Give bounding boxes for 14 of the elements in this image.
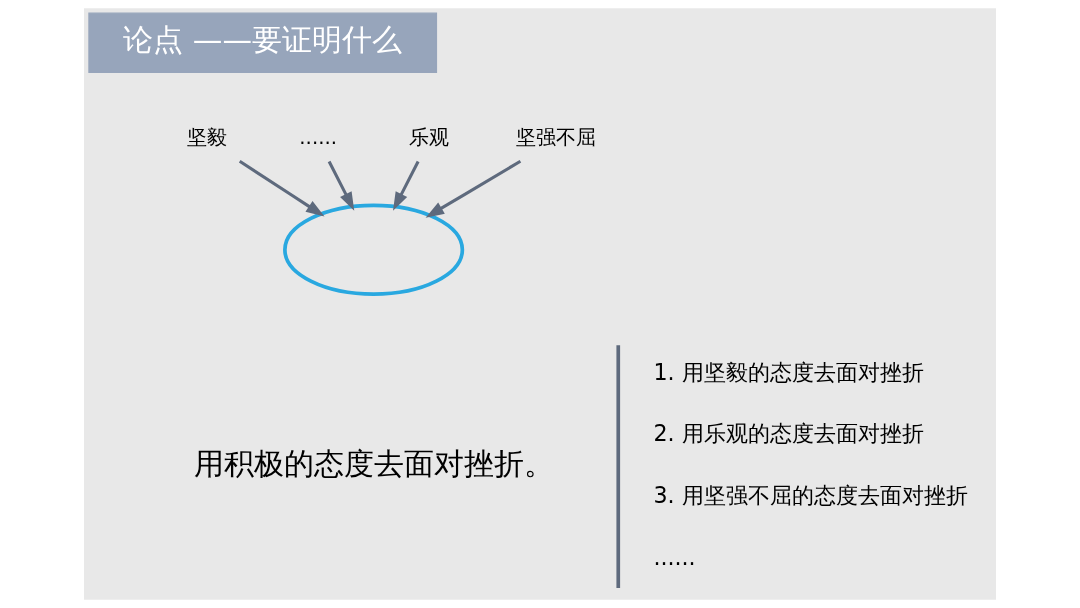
node-text: 坚毅 (187, 125, 228, 149)
node-text: 乐观 (409, 125, 450, 149)
label: 2. 用乐观的态度去面对挫折 (653, 420, 924, 447)
node-text: ...... (299, 125, 337, 149)
arrow (393, 160, 420, 211)
label: ...... (653, 543, 696, 570)
node-text: 用积极的态度去面对挫折。 (193, 447, 554, 482)
label: 1. 用坚毅的态度去面对挫折 (653, 358, 924, 385)
label: 3. 用坚强不屈的态度去面对挫折 (653, 481, 968, 508)
arrow (327, 160, 355, 211)
arrow (238, 159, 325, 217)
node-text: 坚强不屈 (516, 125, 597, 149)
arrow (425, 159, 522, 218)
node-box: 论点 ——要证明什么 (88, 12, 438, 73)
